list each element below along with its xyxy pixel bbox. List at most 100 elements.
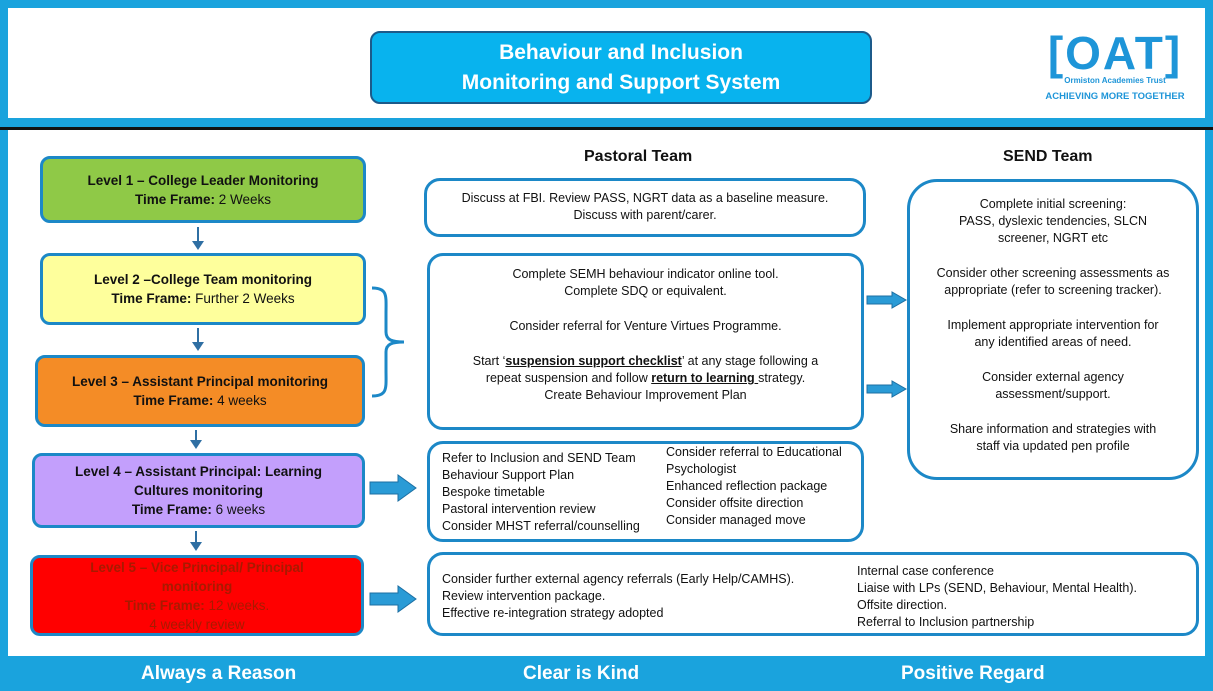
down-arrow-1-line [197, 227, 199, 242]
level-1-timeframe: Time Frame: 2 Weeks [134, 191, 272, 207]
level-5-review: 4 weekly review [149, 616, 245, 632]
send-line: Consider other screening assessments as [936, 266, 1170, 280]
arrow-right-icon [369, 474, 417, 502]
level-2-title: Level 2 –College Team monitoring [93, 272, 313, 287]
level-3-title: Level 3 – Assistant Principal monitoring [71, 374, 329, 389]
box2-line: Start ‘suspension support checklist’ at … [472, 354, 819, 368]
footer-positive-regard: Positive Regard [901, 663, 1045, 684]
send-line: any identified areas of need. [974, 335, 1132, 349]
box2-para-3: Start ‘suspension support checklist’ at … [430, 353, 861, 404]
arrow-right-icon [369, 585, 417, 613]
send-line: Complete initial screening: [979, 197, 1127, 211]
page-title: Behaviour and Inclusion Monitoring and S… [370, 31, 872, 104]
return-to-learning-link[interactable]: return to learning [651, 371, 759, 385]
level-4-timeframe: Time Frame: 6 weeks [131, 502, 266, 517]
list-item: Psychologist [666, 462, 737, 476]
level-3-box: Level 3 – Assistant Principal monitoring… [35, 355, 365, 427]
down-arrow-3-line [195, 430, 197, 441]
send-para-5: Share information and strategies with st… [910, 421, 1196, 455]
down-arrow-2-icon [192, 342, 204, 351]
send-para-3: Implement appropriate intervention for a… [910, 317, 1196, 351]
level-2-timeframe: Time Frame: Further 2 Weeks [111, 291, 295, 306]
pastoral-box-3: Refer to Inclusion and SEND Team Behavio… [427, 441, 864, 542]
box2-para-2: Consider referral for Venture Virtues Pr… [430, 318, 861, 335]
box2-line: Complete SEMH behaviour indicator online… [512, 267, 779, 281]
footer-bar [0, 656, 1213, 691]
send-line: PASS, dyslexic tendencies, SLCN [958, 214, 1148, 228]
level-2-box: Level 2 –College Team monitoring Time Fr… [40, 253, 366, 325]
down-arrow-3-icon [190, 440, 202, 449]
level-5-timeframe: Time Frame: 12 weeks. [124, 597, 270, 613]
send-team-heading: SEND Team [1003, 148, 1093, 165]
logo-subtitle: Ormiston Academies Trust [1064, 76, 1166, 85]
pastoral-box-1: Discuss at FBI. Review PASS, NGRT data a… [424, 178, 866, 237]
pastoral-team-heading: Pastoral Team [584, 148, 693, 165]
level-4-title-line-1: Level 4 – Assistant Principal: Learning [74, 464, 323, 479]
logo-tagline: ACHIEVING MORE TOGETHER [1045, 91, 1185, 102]
box2-line: repeat suspension and follow return to l… [485, 371, 806, 385]
box2-line: Consider referral for Venture Virtues Pr… [509, 319, 782, 333]
oat-logo: [OAT] Ormiston Academies Trust ACHIEVING… [1040, 28, 1190, 108]
send-line: staff via updated pen profile [976, 439, 1130, 453]
box3-left-column: Refer to Inclusion and SEND Team Behavio… [442, 450, 640, 535]
pastoral-box-2: Complete SEMH behaviour indicator online… [427, 253, 864, 430]
list-item: Offsite direction. [857, 598, 948, 612]
box2-line: Create Behaviour Improvement Plan [544, 388, 747, 402]
box1-line-1: Discuss at FBI. Review PASS, NGRT data a… [461, 191, 829, 205]
box2-line: Complete SDQ or equivalent. [564, 284, 727, 298]
header-divider [0, 118, 1213, 127]
level-5-title-line-2: monitoring [161, 578, 233, 594]
list-item: Internal case conference [857, 564, 994, 578]
arrow-right-icon [866, 380, 908, 398]
send-para-1: Complete initial screening: PASS, dyslex… [910, 196, 1196, 247]
down-arrow-4-icon [190, 542, 202, 551]
level-3-timeframe: Time Frame: 4 weeks [133, 393, 267, 408]
down-arrow-4-line [195, 531, 197, 543]
send-line: Share information and strategies with [949, 422, 1157, 436]
title-line-2: Monitoring and Support System [461, 71, 781, 94]
send-line: Consider external agency [982, 370, 1124, 384]
right-border [1205, 0, 1213, 691]
suspension-support-checklist-link[interactable]: suspension support checklist [505, 354, 682, 368]
send-para-2: Consider other screening assessments as … [910, 265, 1196, 299]
list-item: Referral to Inclusion partnership [857, 615, 1035, 629]
list-item: Consider referral to Educational [666, 445, 842, 459]
level-5-box: Level 5 – Vice Principal/ Principal moni… [30, 555, 364, 636]
send-line: Implement appropriate intervention for [947, 318, 1159, 332]
footer-always-a-reason: Always a Reason [141, 663, 297, 684]
list-item: Bespoke timetable [442, 485, 545, 499]
title-line-1: Behaviour and Inclusion [499, 41, 743, 64]
box4-right-column: Internal case conference Liaise with LPs… [857, 563, 1137, 631]
send-line: appropriate (refer to screening tracker)… [944, 283, 1162, 297]
logo-mark: [OAT] [1047, 27, 1183, 79]
list-item: Consider MHST referral/counselling [442, 519, 640, 533]
footer-clear-is-kind: Clear is Kind [523, 663, 640, 684]
send-line: assessment/support. [995, 387, 1111, 401]
top-border [0, 0, 1213, 8]
send-team-box: Complete initial screening: PASS, dyslex… [907, 179, 1199, 480]
level-4-title-line-2: Cultures monitoring [134, 483, 263, 498]
brace-icon [371, 286, 405, 398]
arrow-right-icon [866, 291, 908, 309]
box3-right-column: Consider referral to Educational Psychol… [666, 444, 842, 529]
list-item: Consider managed move [666, 513, 806, 527]
box2-para-1: Complete SEMH behaviour indicator online… [430, 266, 861, 300]
list-item: Behaviour Support Plan [442, 468, 575, 482]
send-line: screener, NGRT etc [998, 231, 1108, 245]
list-item: Effective re-integration strategy adopte… [442, 606, 664, 620]
list-item: Review intervention package. [442, 589, 606, 603]
header-divider-dark [0, 127, 1213, 130]
level-1-title: Level 1 – College Leader Monitoring [87, 172, 319, 188]
box1-line-2: Discuss with parent/carer. [573, 208, 717, 222]
level-5-title-line-1: Level 5 – Vice Principal/ Principal [90, 559, 304, 575]
list-item: Liaise with LPs (SEND, Behaviour, Mental… [857, 581, 1137, 595]
list-item: Consider further external agency referra… [442, 572, 795, 586]
send-para-4: Consider external agency assessment/supp… [910, 369, 1196, 403]
down-arrow-2-line [197, 328, 199, 343]
list-item: Enhanced reflection package [666, 479, 828, 493]
list-item: Consider offsite direction [666, 496, 804, 510]
left-border [0, 0, 8, 691]
down-arrow-1-icon [192, 241, 204, 250]
box4-left-column: Consider further external agency referra… [442, 571, 794, 622]
list-item: Refer to Inclusion and SEND Team [442, 451, 636, 465]
